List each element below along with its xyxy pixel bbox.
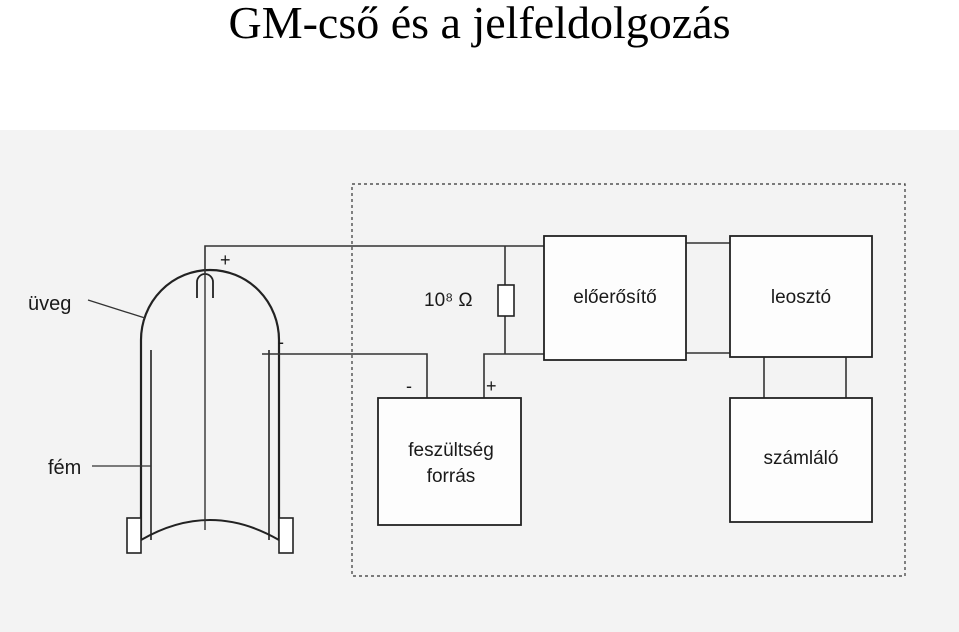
supply-minus-label: - [406, 376, 412, 396]
preamp-label: előerősítő [573, 287, 656, 308]
power-supply-box [377, 397, 522, 526]
supply-plus-label: + [486, 376, 497, 396]
counter-box [729, 397, 873, 523]
preamp-box [543, 235, 687, 361]
tube-bottom [140, 519, 280, 541]
wiring [204, 242, 847, 398]
metal-cathode [150, 350, 270, 540]
glass-envelope [139, 268, 281, 540]
glass-label: üveg [28, 293, 71, 315]
metal-label: fém [48, 457, 81, 479]
resistor-symbol [497, 284, 515, 317]
resistor-label: 10⁸ Ω [424, 290, 473, 311]
power-supply-label-line2: forrás [427, 466, 476, 487]
tube-base-left [126, 517, 142, 554]
tube-minus-label: - [278, 332, 284, 352]
gm-tube-circuit-diagram: üveg fém + - 10⁸ Ω előerősítő leosztó fe… [0, 130, 959, 632]
tube-plus-label: + [220, 250, 231, 270]
scan-background [0, 130, 959, 632]
page-title: GM-cső és a jelfeldolgozás [228, 0, 731, 48]
glass-leader [87, 299, 146, 319]
electronics-enclosure [351, 183, 906, 577]
tube-base-right [278, 517, 294, 554]
power-supply-label-line1: feszültség [408, 440, 494, 461]
divider-box [729, 235, 873, 358]
counter-label: számláló [764, 448, 839, 469]
divider-label: leosztó [771, 287, 831, 308]
